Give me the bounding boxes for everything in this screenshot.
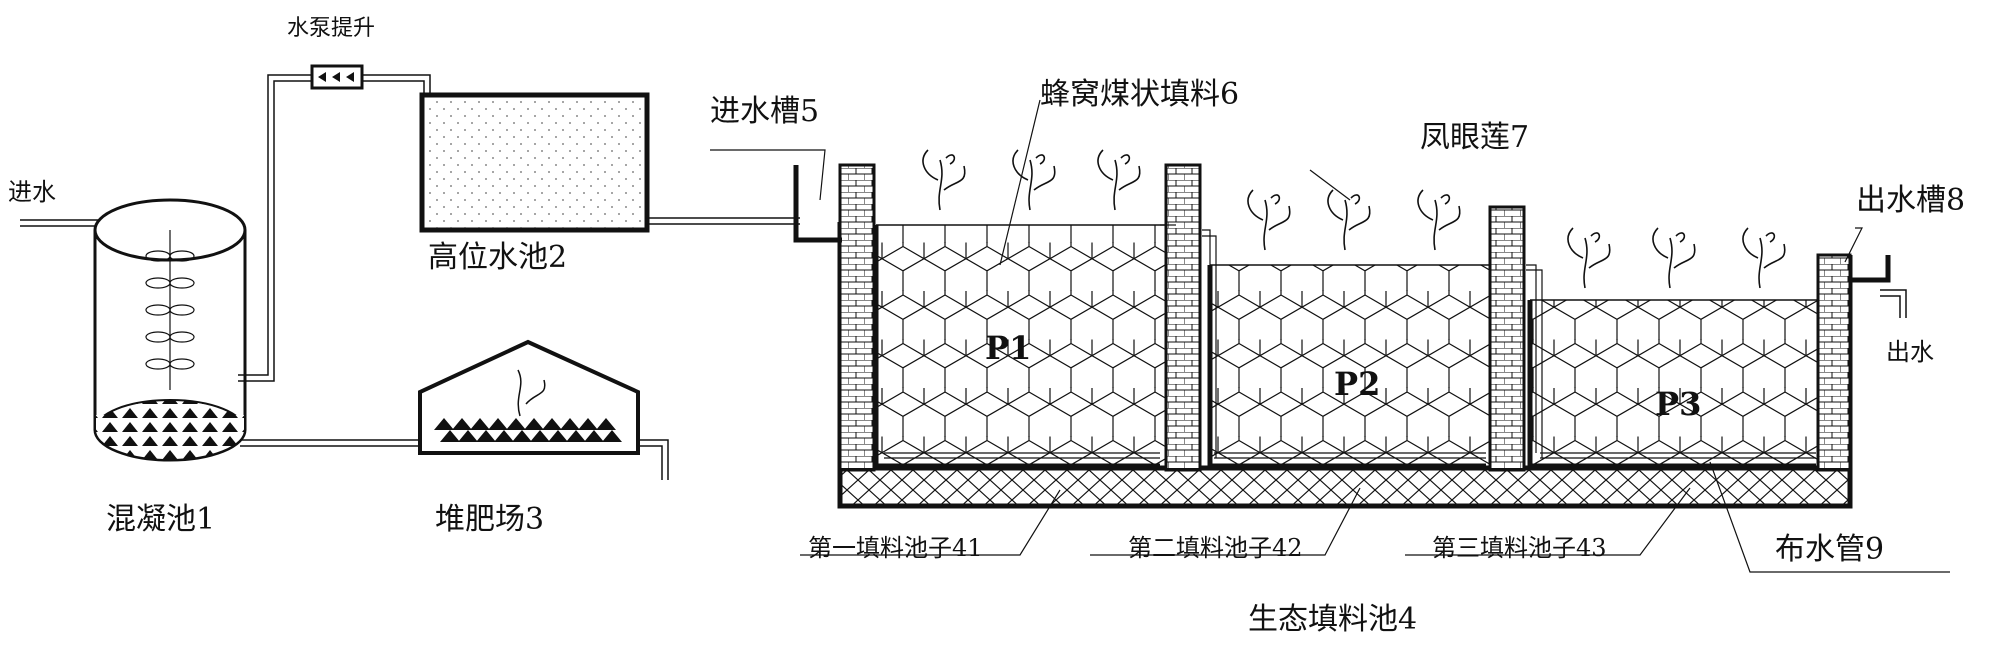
coagulation-tank	[20, 198, 247, 462]
filler-p3	[1530, 300, 1820, 465]
pump-line	[238, 74, 431, 382]
outlet-trough-label: 出水槽8	[1856, 183, 1966, 218]
compost-label: 堆肥场3	[435, 502, 545, 537]
high-tank	[419, 92, 800, 233]
compost-house	[418, 339, 640, 455]
filler-p2	[1210, 265, 1490, 465]
outlet-pipe	[1880, 289, 1907, 318]
filler-p1	[876, 225, 1166, 465]
outlet-trough	[1850, 255, 1891, 283]
stirrer-blades	[145, 250, 195, 370]
wall-2	[1164, 163, 1202, 472]
leader-lines	[710, 99, 1950, 573]
wall-3	[1488, 205, 1526, 472]
pump-label: 水泵提升	[287, 16, 376, 41]
eco-pool	[793, 163, 1907, 509]
wall-4	[1816, 253, 1852, 472]
outlet-label: 出水	[1886, 338, 1934, 366]
high-tank-label: 高位水池2	[428, 240, 568, 275]
pump-icon	[310, 64, 364, 90]
filler-label: 蜂窝煤状填料6	[1040, 77, 1240, 112]
wall-1	[838, 163, 876, 472]
hyacinth-label: 凤眼莲7	[1420, 120, 1530, 155]
p1-label: P1	[985, 329, 1032, 367]
coag-tank-label: 混凝池1	[106, 502, 216, 537]
distribution-pipes	[884, 224, 1816, 459]
inlet-pipe	[20, 219, 108, 227]
inlet-label: 进水	[8, 178, 56, 206]
eco-pool-label: 生态填料池4	[1248, 602, 1418, 637]
p3-label: P3	[1655, 385, 1702, 423]
inlet-trough	[793, 165, 842, 243]
pipe9-label: 布水管9	[1775, 532, 1885, 567]
p2-label: P2	[1334, 365, 1381, 403]
pool43-label: 第三填料池子43	[1432, 534, 1607, 562]
plant-icons	[922, 149, 1786, 289]
inlet-trough-label: 进水槽5	[710, 94, 820, 129]
sludge-line	[240, 439, 669, 480]
pool41-label: 第一填料池子41	[808, 534, 983, 562]
pool42-label: 第二填料池子42	[1128, 534, 1303, 562]
